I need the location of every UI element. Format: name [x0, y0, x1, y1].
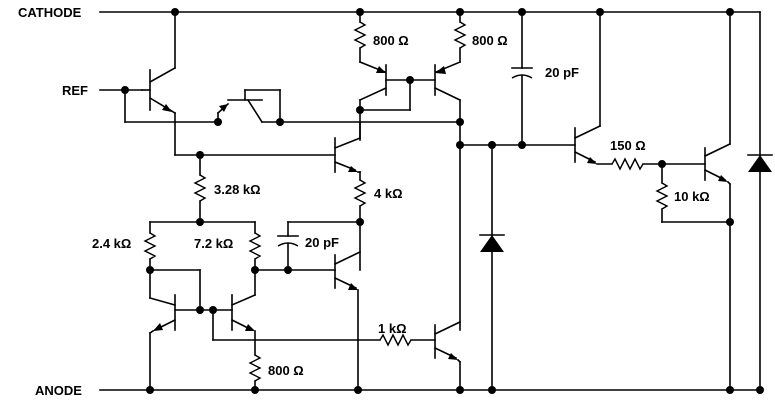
r-2-4k-label: 2.4 kΩ: [92, 236, 131, 251]
r-7-2k: [248, 221, 262, 271]
c-20pf-top-label: 20 pF: [545, 65, 579, 80]
middle-npn: [333, 121, 362, 173]
r-4k: [353, 171, 367, 271]
r-150: [611, 157, 706, 171]
top-mirror-left-resistor: [353, 11, 367, 63]
driver-npn: [333, 250, 362, 391]
c-20pf-mid-label: 20 pF: [305, 235, 339, 250]
output-diode: [747, 11, 773, 391]
r-3-28k-label: 3.28 kΩ: [214, 182, 261, 197]
top-capacitor: [511, 11, 533, 146]
bottom-npn-left: [148, 294, 177, 391]
r-1k-label: 1 kΩ: [378, 321, 407, 336]
top-mirror-right-resistor: [453, 11, 467, 63]
r-2-4k: [143, 221, 157, 299]
r-800-left-label: 800 Ω: [373, 33, 409, 48]
output-npn-1: [573, 11, 613, 165]
r-1k: [379, 333, 436, 347]
output-npn-2: [703, 11, 732, 391]
mid-capacitor: [277, 221, 361, 271]
r-800-bottom-label: 800 Ω: [268, 363, 304, 378]
clamp-diode: [479, 144, 505, 391]
r-4k-label: 4 kΩ: [374, 186, 403, 201]
output-driver-npn: [433, 320, 462, 391]
ref-input-transistor: [141, 11, 177, 156]
ref-pin-label: REF: [62, 83, 88, 98]
mirror-pnp-left: [358, 60, 411, 141]
mirror-pnp-right: [409, 60, 462, 331]
cathode-pin-label: CATHODE: [18, 5, 82, 20]
r-3-28k: [193, 154, 207, 223]
lateral-transistor: [216, 89, 461, 124]
r-800-bottom: [248, 354, 262, 391]
anode-pin-label: ANODE: [35, 383, 82, 398]
r-7-2k-label: 7.2 kΩ: [194, 236, 233, 251]
r-10k-label: 10 kΩ: [674, 189, 710, 204]
r-150-label: 150 Ω: [610, 138, 646, 153]
r-800-right-label: 800 Ω: [472, 33, 508, 48]
junction-dots: [121, 8, 764, 394]
bottom-npn-right: [230, 269, 257, 356]
